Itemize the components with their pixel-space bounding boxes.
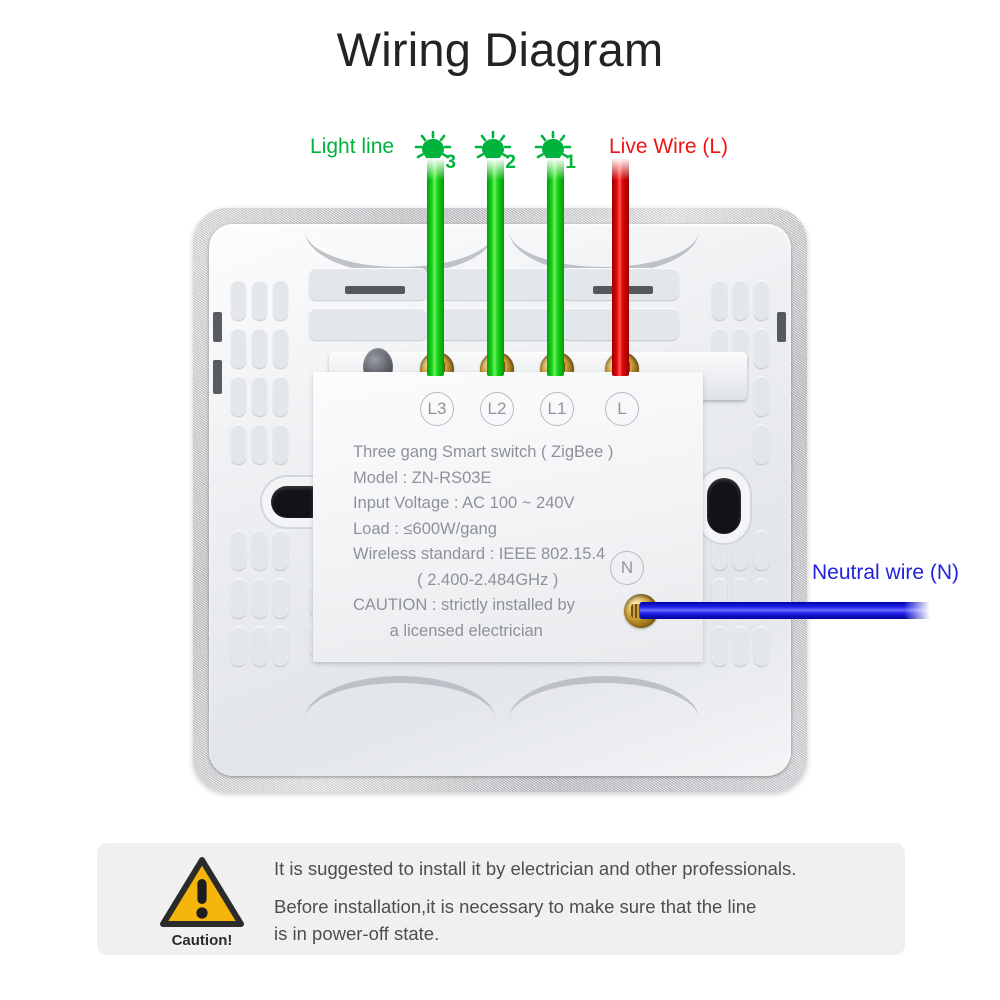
- spec-line: Input Voltage : AC 100 ~ 240V: [353, 494, 575, 512]
- vent-pad: [273, 280, 288, 320]
- terminal-label-l3: L3: [420, 392, 454, 426]
- vent-pad: [733, 530, 748, 570]
- spec-line: Load : ≤600W/gang: [353, 519, 497, 538]
- wire-light-line-3: [427, 158, 444, 376]
- bulb-number: 2: [505, 152, 516, 173]
- vent-pad: [273, 578, 288, 618]
- vent-pad: [273, 530, 288, 570]
- vent-pad: [231, 280, 246, 320]
- arc-slot-bottom-left: [305, 676, 495, 722]
- vent-pad: [273, 376, 288, 416]
- vent-slot: [345, 286, 405, 294]
- vent-pad: [252, 626, 267, 666]
- vent-pad: [712, 530, 727, 570]
- wire-light-line-2: [487, 158, 504, 376]
- vent-pad: [754, 530, 769, 570]
- vent-pad: [733, 626, 748, 666]
- vent-pad: [252, 328, 267, 368]
- mounting-hole-right: [707, 478, 741, 534]
- vent-pad: [231, 376, 246, 416]
- vent-slot: [213, 360, 222, 394]
- live-wire-label: Live Wire (L): [609, 135, 729, 158]
- vent-pad: [252, 578, 267, 618]
- wire-light-line-1: [547, 158, 564, 376]
- vent-pad: [712, 626, 727, 666]
- neutral-wire-label: Neutral wire (N): [812, 561, 960, 584]
- vent-pad: [273, 328, 288, 368]
- vent-slot: [777, 312, 786, 342]
- caution-word: Caution!: [171, 932, 233, 949]
- bulb-number: 1: [565, 152, 576, 173]
- vent-pad: [252, 424, 267, 464]
- vent-pad: [231, 626, 246, 666]
- spec-line: Wireless standard : IEEE 802.15.4: [353, 545, 606, 563]
- vent-pad: [754, 424, 769, 464]
- warning-triangle-icon: Caution!: [142, 855, 262, 949]
- caution-paragraph: It is suggested to install it by electri…: [274, 858, 797, 879]
- vent-slot: [213, 312, 222, 342]
- vent-pad: [712, 280, 727, 320]
- bulb-number: 3: [445, 152, 456, 173]
- terminal-label-n: N: [610, 551, 644, 585]
- spec-text-block: Three gang Smart switch ( ZigBee ) Model…: [353, 440, 683, 644]
- spec-line: CAUTION : strictly installed by: [353, 596, 575, 614]
- vent-pad: [754, 280, 769, 320]
- spec-line: Three gang Smart switch ( ZigBee ): [353, 443, 614, 461]
- wire-neutral: [640, 602, 930, 619]
- caution-text-block: It is suggested to install it by electri…: [274, 855, 874, 947]
- terminal-label-l2: L2: [480, 392, 514, 426]
- arc-slot-bottom-right: [509, 676, 699, 722]
- caution-footer: Caution! It is suggested to install it b…: [97, 843, 905, 955]
- light-line-label: Light line: [310, 135, 395, 158]
- vent-pad: [273, 424, 288, 464]
- vent-pad: [754, 328, 769, 368]
- vent-pad: [273, 626, 288, 666]
- vent-pad: [231, 530, 246, 570]
- vent-pad: [309, 268, 427, 300]
- vent-pad: [231, 578, 246, 618]
- vent-pad: [231, 424, 246, 464]
- vent-pad: [733, 280, 748, 320]
- vent-pad: [309, 308, 427, 340]
- vent-pad: [754, 626, 769, 666]
- caution-paragraph: Before installation,it is necessary to m…: [274, 896, 757, 944]
- wire-live: [612, 158, 629, 376]
- vent-pad: [754, 376, 769, 416]
- vent-pad: [252, 280, 267, 320]
- spec-line: a licensed electrician: [353, 621, 543, 640]
- page-title: Wiring Diagram: [336, 23, 664, 76]
- terminal-label-l: L: [605, 392, 639, 426]
- light-bulb-icon: 2: [472, 130, 516, 173]
- spec-line: ( 2.400-2.484GHz ): [353, 570, 559, 589]
- vent-pad: [252, 530, 267, 570]
- terminal-label-l1: L1: [540, 392, 574, 426]
- vent-pad: [231, 328, 246, 368]
- vent-pad: [252, 376, 267, 416]
- spec-line: Model : ZN-RS03E: [353, 468, 492, 487]
